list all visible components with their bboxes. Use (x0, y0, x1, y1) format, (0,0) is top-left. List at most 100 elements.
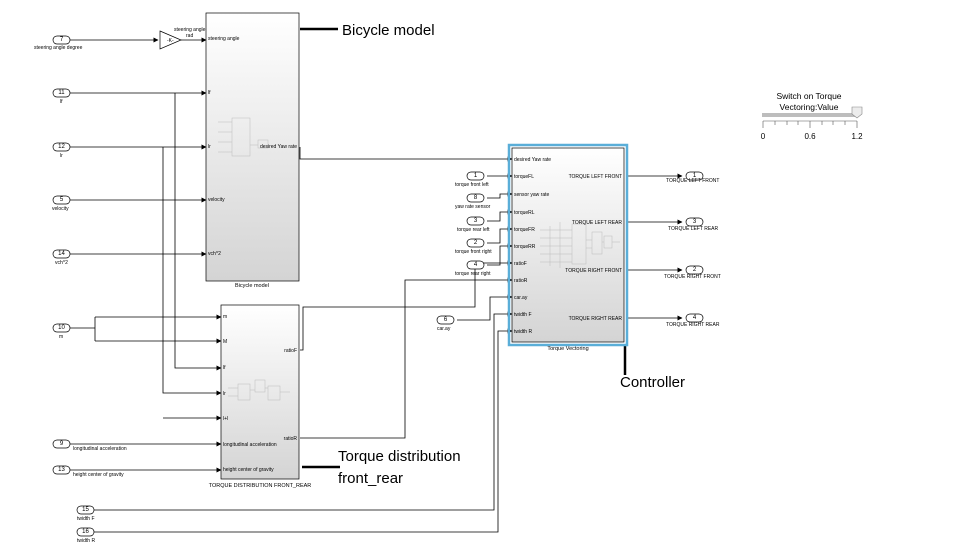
tv-port-twidth-R: twidth R (514, 329, 532, 335)
inport-number: 3 (474, 218, 478, 224)
slider-tick-label: 0 (761, 132, 766, 141)
torque-dist-port-ratioF: ratioF (284, 348, 297, 354)
inport[interactable]: 15 twidth F (76, 505, 95, 522)
inport[interactable]: 16 twidth R (76, 527, 95, 544)
bicycle-port-steering-angle: steering angle (208, 36, 240, 42)
outport[interactable]: 4 TORQUE RIGHT REAR (666, 313, 720, 328)
outport[interactable]: 1 TORQUE LEFT FRONT (666, 171, 719, 184)
tv-block-name: Torque Vectoring (547, 346, 588, 352)
inport-number: 6 (444, 317, 448, 323)
inport-number: 16 (82, 529, 89, 535)
inport[interactable]: 12 lr (52, 142, 71, 159)
inport-number: 13 (58, 467, 65, 473)
slider-track[interactable] (762, 113, 856, 117)
gain-output-label-unit: rad (186, 33, 193, 39)
gain-output-label: steering angle (174, 27, 206, 33)
inport-label: car.ay (437, 326, 451, 332)
torque-dist-port-M: M (223, 339, 227, 345)
inport[interactable]: 9 longitudinal acceleration (52, 439, 127, 452)
outport-label: TORQUE RIGHT FRONT (664, 274, 721, 280)
annotation-torque-distribution: Torque distribution (338, 448, 461, 465)
bicycle-port-desired-yaw-rate: desired Yaw rate (260, 144, 297, 150)
tv-port-torque-right-front: TORQUE RIGHT FRONT (565, 268, 622, 274)
inport-label: velocity (52, 206, 69, 212)
inport-number: 11 (58, 90, 65, 96)
inport-label: twidth R (77, 538, 95, 544)
inport[interactable]: 5 velocity (52, 195, 71, 212)
gain-block[interactable]: -K- steering angle rad (159, 27, 206, 50)
outport-number: 2 (693, 267, 697, 273)
inport[interactable]: 2 torque front right (455, 238, 492, 255)
inport-label: twidth F (77, 516, 95, 522)
inport-number: 15 (82, 507, 89, 513)
inport[interactable]: 13 height center of gravity (52, 465, 124, 478)
tv-port-twidth-F: twidth F (514, 312, 532, 318)
inport-number: 7 (60, 37, 64, 43)
inport[interactable]: 11 lf (52, 88, 71, 105)
inport-label: torque rear right (455, 271, 491, 277)
inport[interactable]: 14 vch^2 (52, 249, 71, 266)
torque-dist-port-lf: lf (223, 365, 226, 371)
annotation-bicycle-model: Bicycle model (342, 22, 435, 39)
inport-label: longitudinal acceleration (73, 446, 127, 452)
inport[interactable]: 1 torque front left (455, 171, 489, 188)
slider-title-line2: Vectoring:Value (780, 102, 839, 112)
tv-port-ratioR: ratioR (514, 278, 528, 284)
inport-number: 4 (474, 262, 478, 268)
bicycle-port-vch2: vch^2 (208, 251, 221, 257)
outport-number: 4 (693, 315, 697, 321)
inport-number: 12 (58, 144, 65, 150)
outport-label: TORQUE LEFT REAR (668, 226, 718, 232)
bicycle-port-lf: lf (208, 90, 211, 96)
outport-number: 1 (693, 173, 697, 179)
inport-label: lr (60, 153, 63, 159)
inport-number: 5 (60, 197, 64, 203)
torque-vectoring-slider[interactable]: Switch on Torque Vectoring:Value 0 0.6 1… (761, 91, 863, 141)
inport-number: 14 (58, 251, 65, 257)
inport[interactable]: 10 m (52, 323, 71, 340)
inport-label: lf (60, 99, 63, 105)
inport[interactable]: 3 torque rear left (457, 216, 490, 233)
tv-port-torque-left-rear: TORQUE LEFT REAR (572, 220, 622, 226)
inport[interactable]: 4 torque rear right (455, 260, 491, 277)
inport-number: 9 (60, 441, 64, 447)
tv-port-torqueFL: torqueFL (514, 174, 534, 180)
inport-label: steering angle degree (34, 45, 83, 51)
inport[interactable]: 6 car.ay (436, 315, 455, 332)
inport-number: 8 (474, 195, 478, 201)
inport-label: torque front right (455, 249, 492, 255)
inport-label: m (59, 334, 63, 340)
torque-dist-port-longitudinal-acceleration: longitudinal acceleration (223, 442, 277, 448)
outport-label: TORQUE RIGHT REAR (666, 322, 720, 328)
inport-number: 10 (58, 325, 65, 331)
tv-port-torqueRR: torqueRR (514, 244, 536, 250)
tv-port-torqueRL: torqueRL (514, 210, 535, 216)
tv-port-torqueFR: torqueFR (514, 227, 535, 233)
slider-tick-label: 0.6 (804, 132, 816, 141)
torque-distribution-block[interactable]: m M lf lr l+l longitudinal acceleration … (209, 304, 312, 489)
torque-dist-port-ratioR: ratioR (284, 436, 298, 442)
gain-value: -K- (167, 38, 174, 44)
inport-number: 2 (474, 240, 478, 246)
slider-tick-label: 1.2 (851, 132, 863, 141)
torque-dist-port-lr: lr (223, 391, 226, 397)
torque-vectoring-block[interactable]: desired Yaw rate torqueFL sensor yaw rat… (507, 143, 629, 352)
inport[interactable]: 7 steering angle degree (34, 35, 83, 51)
annotation-controller: Controller (620, 374, 685, 391)
torque-dist-block-name: TORQUE DISTRIBUTION FRONT_REAR (209, 483, 312, 489)
annotation-front-rear: front_rear (338, 470, 403, 487)
tv-port-sensor-yaw-rate: sensor yaw rate (514, 192, 550, 198)
outport[interactable]: 3 TORQUE LEFT REAR (668, 217, 718, 232)
slider-thumb[interactable] (851, 106, 863, 119)
outport-label: TORQUE LEFT FRONT (666, 178, 719, 184)
tv-port-torque-left-front: TORQUE LEFT FRONT (569, 174, 622, 180)
outport-number: 3 (693, 219, 697, 225)
torque-dist-port-ll: l+l (223, 416, 228, 422)
bicycle-port-velocity: velocity (208, 197, 225, 203)
inport-number: 1 (474, 173, 478, 179)
inport-label: torque rear left (457, 227, 490, 233)
outport[interactable]: 2 TORQUE RIGHT FRONT (664, 265, 721, 280)
bicycle-model-block[interactable]: steering angle lf lr velocity vch^2 desi… (205, 12, 300, 289)
inport[interactable]: 8 yaw rate sensor (455, 193, 491, 210)
